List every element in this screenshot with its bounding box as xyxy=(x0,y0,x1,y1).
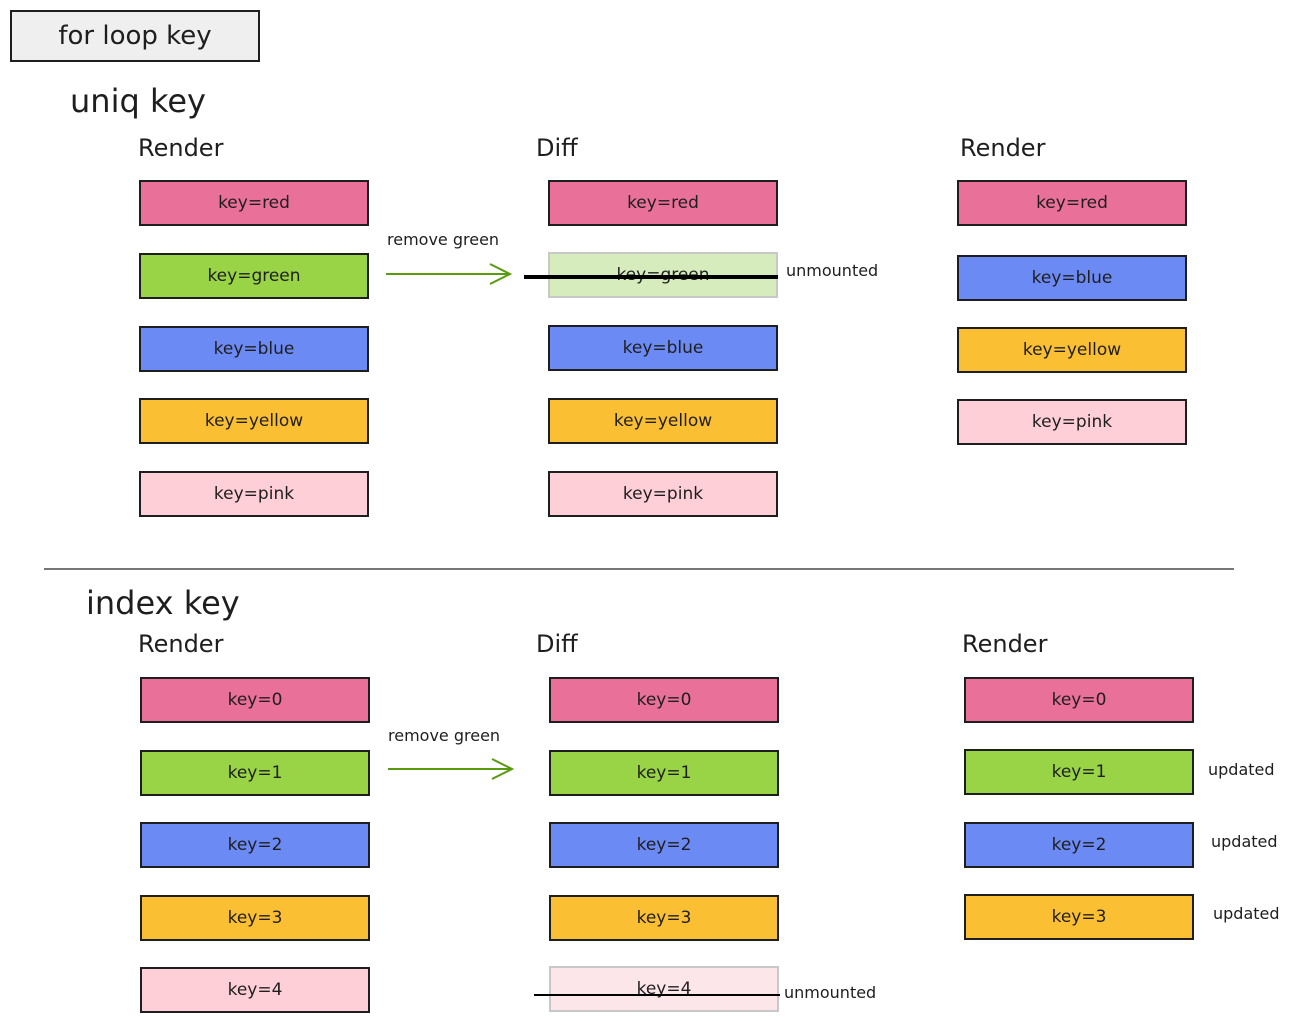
index-arrow xyxy=(388,758,515,780)
index-render-item: key=2 xyxy=(140,822,370,868)
index-diff-heading: Diff xyxy=(536,630,578,658)
index-diff-item-removed: key=4 xyxy=(549,966,779,1012)
index-result-item: key=0 xyxy=(964,677,1194,723)
uniq-unmounted-note: unmounted xyxy=(786,261,879,280)
uniq-render-item: key=red xyxy=(139,180,369,226)
uniq-diff-heading: Diff xyxy=(536,134,578,162)
uniq-diff-item: key=red xyxy=(548,180,778,226)
uniq-arrow xyxy=(386,263,513,285)
index-render-heading-1: Render xyxy=(138,630,224,658)
index-render-item: key=1 xyxy=(140,750,370,796)
uniq-result-item: key=blue xyxy=(957,255,1187,301)
index-diff-item: key=0 xyxy=(549,677,779,723)
uniq-render-item: key=blue xyxy=(139,326,369,372)
index-diff-item: key=3 xyxy=(549,895,779,941)
uniq-strike-line xyxy=(524,275,778,279)
uniq-diff-item: key=yellow xyxy=(548,398,778,444)
index-render-heading-2: Render xyxy=(962,630,1048,658)
uniq-result-item: key=yellow xyxy=(957,327,1187,373)
uniq-render-item: key=green xyxy=(139,253,369,299)
uniq-render-heading-2: Render xyxy=(960,134,1046,162)
updated-note: updated xyxy=(1208,760,1275,779)
index-diff-item: key=1 xyxy=(549,750,779,796)
uniq-render-heading-1: Render xyxy=(138,134,224,162)
section-divider xyxy=(44,568,1234,570)
index-render-item: key=3 xyxy=(140,895,370,941)
uniq-arrow-label: remove green xyxy=(387,230,500,249)
index-result-item: key=1 xyxy=(964,749,1194,795)
index-render-item: key=4 xyxy=(140,967,370,1013)
index-result-item: key=2 xyxy=(964,822,1194,868)
index-unmounted-note: unmounted xyxy=(784,983,877,1002)
diagram-title: for loop key xyxy=(10,10,260,62)
uniq-result-item: key=pink xyxy=(957,399,1187,445)
uniq-diff-item: key=blue xyxy=(548,325,778,371)
index-render-item: key=0 xyxy=(140,677,370,723)
updated-note: updated xyxy=(1213,904,1280,923)
index-key-heading: index key xyxy=(86,584,240,622)
uniq-diff-item: key=pink xyxy=(548,471,778,517)
index-arrow-label: remove green xyxy=(388,726,501,745)
index-strike-line xyxy=(534,994,780,996)
uniq-key-heading: uniq key xyxy=(70,82,206,120)
index-diff-item: key=2 xyxy=(549,822,779,868)
uniq-render-item: key=pink xyxy=(139,471,369,517)
index-result-item: key=3 xyxy=(964,894,1194,940)
updated-note: updated xyxy=(1211,832,1278,851)
uniq-render-item: key=yellow xyxy=(139,398,369,444)
uniq-result-item: key=red xyxy=(957,180,1187,226)
